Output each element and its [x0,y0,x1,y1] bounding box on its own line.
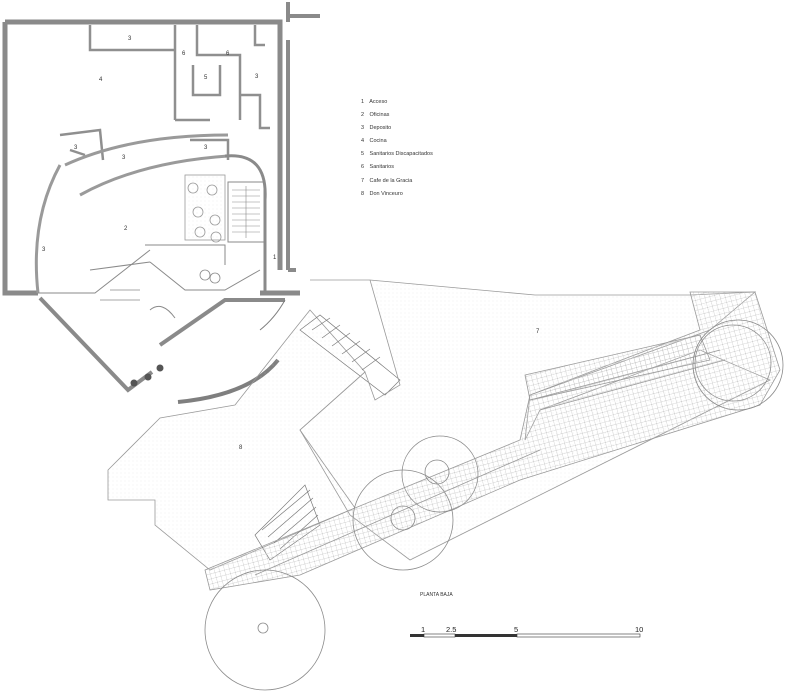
scale-tick-1: 1 [421,625,426,634]
room-num-deposit-mid-right: 3 [204,145,208,151]
room-num-access: 1 [273,255,277,261]
legend-item: 6 Sanitarios [361,164,394,171]
legend-item: 8 Don Vinceuro [361,190,403,197]
hatched-ramp [204,291,781,591]
room-num-deposit-right: 3 [255,74,259,80]
room-num-deposit-top: 3 [128,36,132,42]
room-num-bath-left: 6 [182,51,186,57]
tree-canopies [204,319,784,691]
room-num-kitchen: 4 [99,77,103,83]
room-num-deposit-mid-left: 3 [74,145,78,151]
room-num-cafe: 7 [536,329,540,335]
legend: 1 Acceso 2 Oficinas 3 Deposito 4 Cocina … [361,97,433,202]
legend-item: 5 Sanitarios Discapacitados [361,151,433,158]
building-walls [2,19,300,296]
office-furniture [184,174,226,243]
legend-item: 4 Cocina [361,138,387,145]
exterior-stub [286,2,320,272]
entry-wedge [38,244,285,393]
scale-tick-5: 5 [514,625,519,634]
room-num-deposit-band: 3 [122,155,126,161]
room-labels: 3 6 6 3 4 5 3 3 3 2 3 1 7 8 [42,36,540,451]
room-num-deposit-curve: 3 [42,247,46,253]
room-num-offices: 2 [124,226,128,232]
plant-icons [130,364,164,387]
legend-item: 1 Acceso [361,99,388,105]
stair-core [224,154,267,295]
legend-item: 3 Deposito [361,125,392,132]
scale-tick-2-5: 2.5 [446,625,457,634]
room-num-terrace: 8 [239,445,243,451]
room-num-bath-right: 6 [226,51,230,57]
scale-bar [410,633,641,638]
legend-item: 7 Cafe de la Gracia [361,177,413,184]
room-num-accessible-wc: 5 [204,75,208,81]
plan-caption: PLANTA BAJA [420,592,453,598]
scale-tick-10: 10 [635,625,644,634]
legend-item: 2 Oficinas [361,112,390,119]
curved-corridor [34,133,229,294]
